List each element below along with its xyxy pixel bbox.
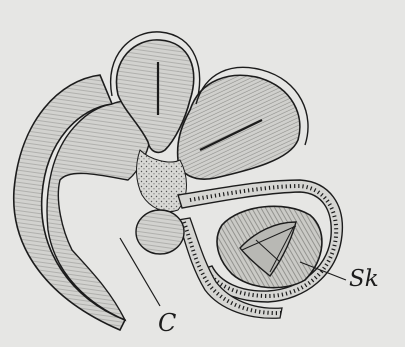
small-bud [136,210,184,254]
right-lobe [178,75,300,179]
label-sk: Sk [349,268,379,291]
label-c: C [158,311,176,335]
